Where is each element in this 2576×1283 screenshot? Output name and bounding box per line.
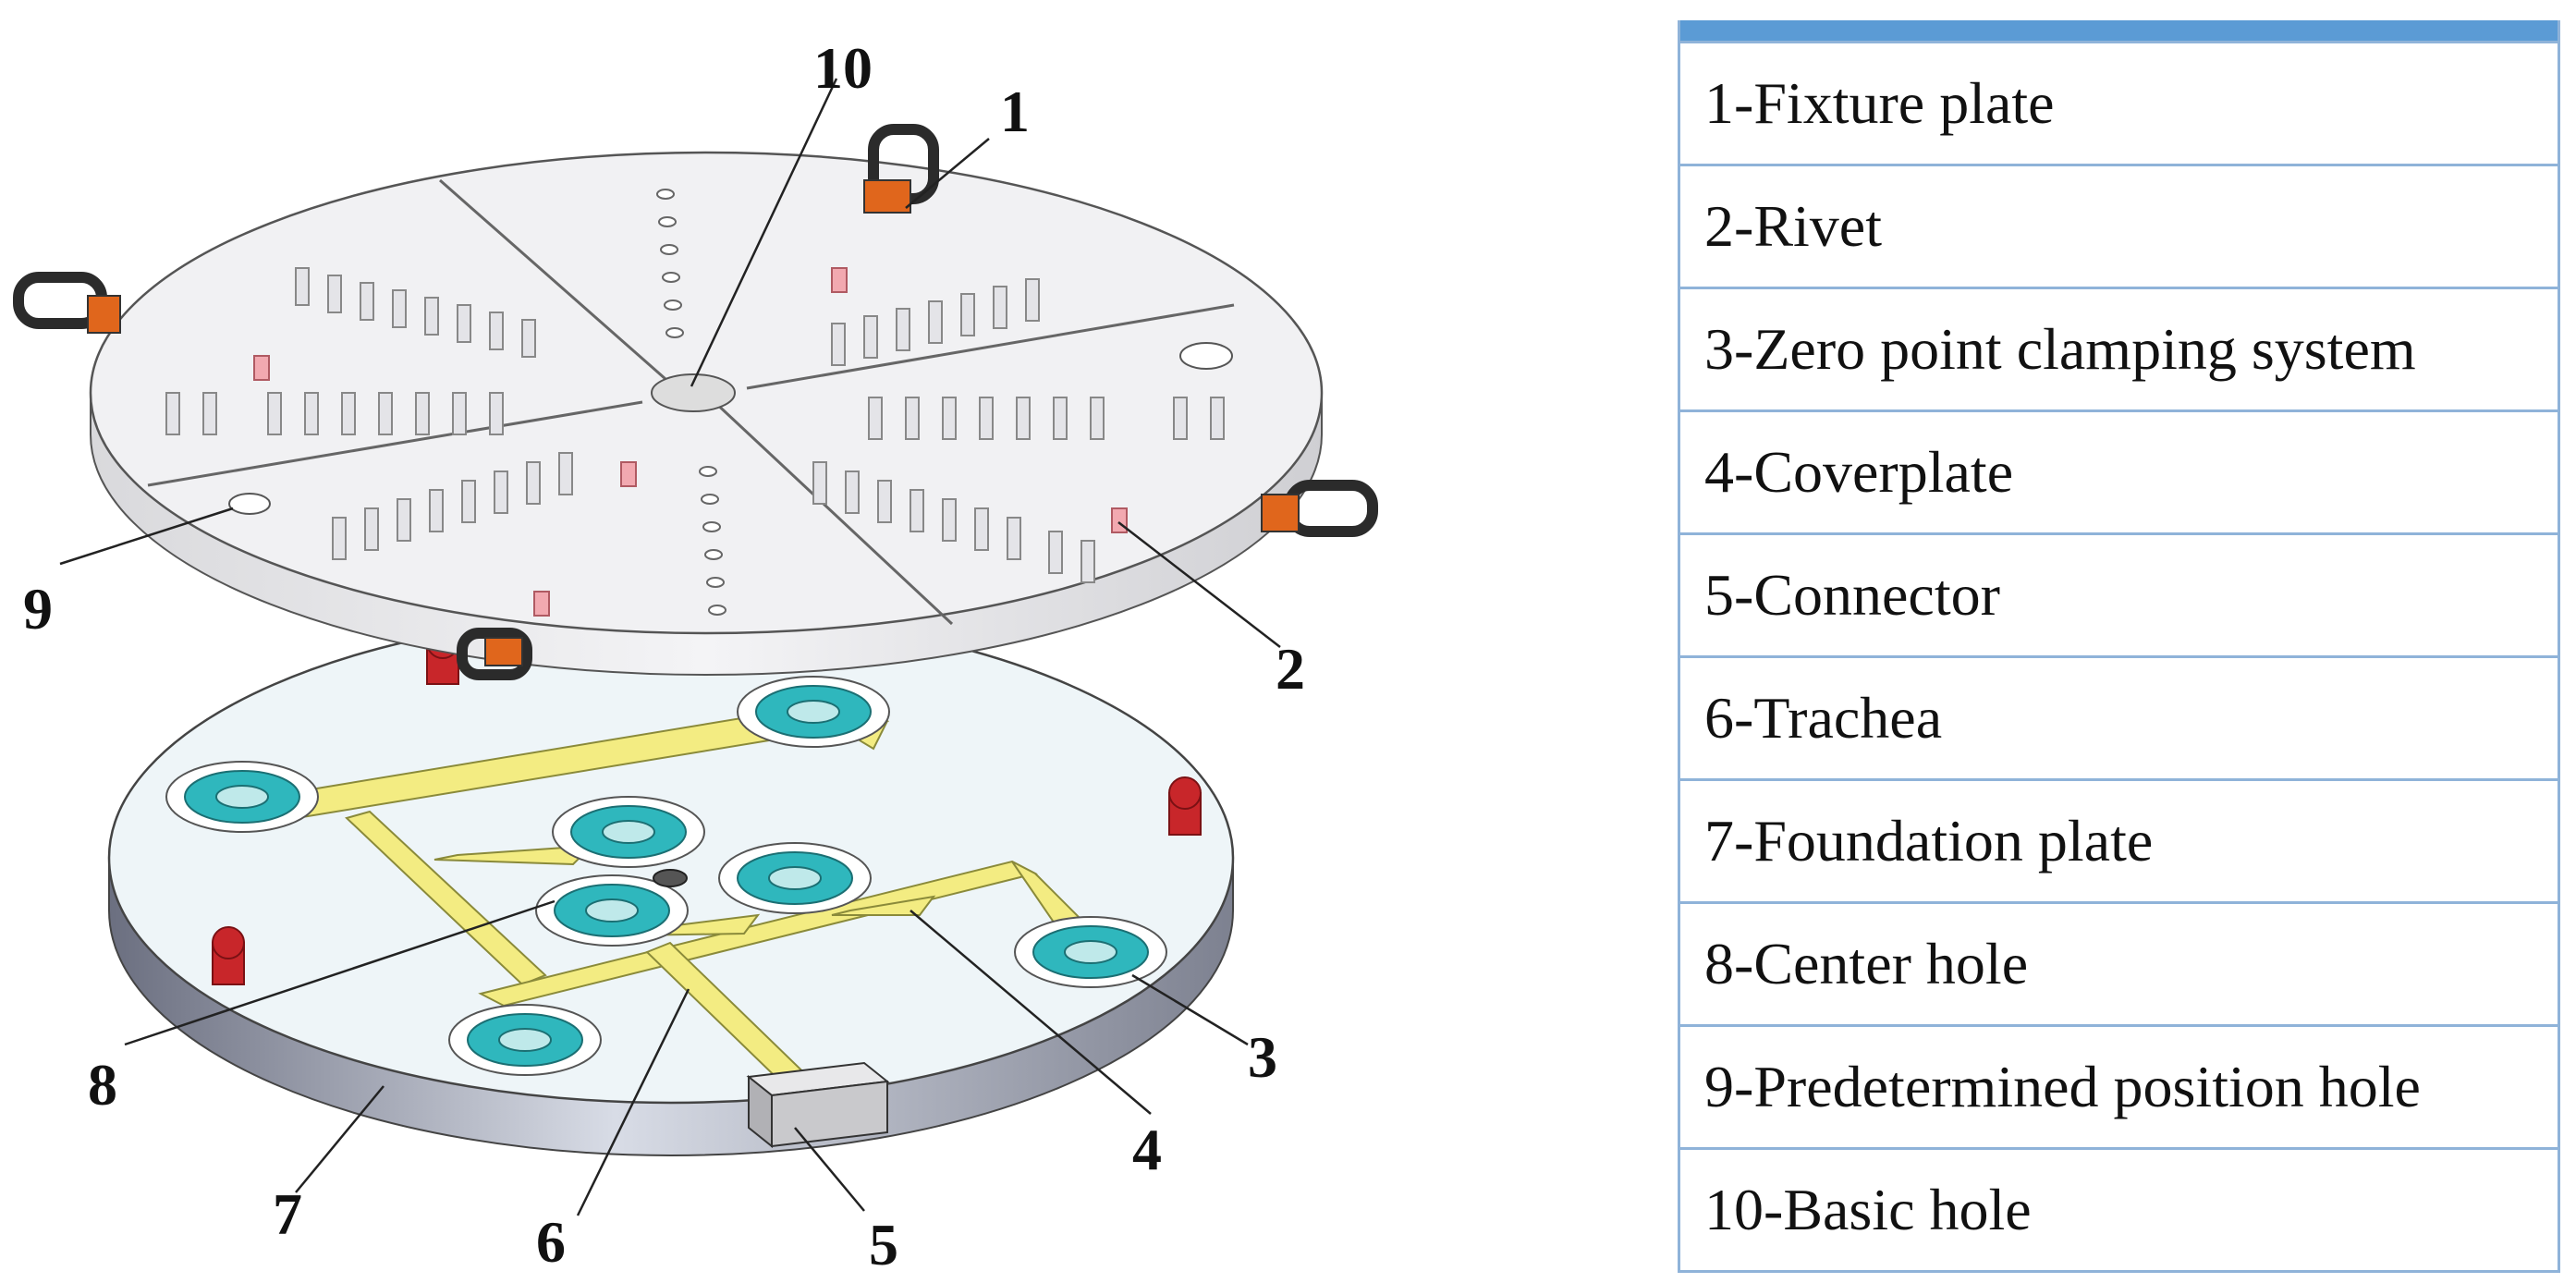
connector-block <box>746 1061 890 1149</box>
clamp-unit <box>165 761 319 833</box>
trachea-channels <box>220 696 1083 1102</box>
lifting-handles <box>13 124 1378 680</box>
callout-9: 9 <box>23 576 53 642</box>
legend-item: 10-Basic hole <box>1680 1147 2558 1270</box>
legend-item: 7-Foundation plate <box>1680 778 2558 901</box>
clamp-unit <box>718 842 872 914</box>
zero-point-clamp-units <box>165 676 1167 1076</box>
handle-icon <box>1261 480 1378 537</box>
basic-hole <box>651 373 736 412</box>
legend-table: 1-Fixture plate 2-Rivet 3-Zero point cla… <box>1678 20 2560 1273</box>
legend-item: 1-Fixture plate <box>1680 41 2558 164</box>
callout-3: 3 <box>1248 1024 1277 1090</box>
legend-item: 9-Predetermined position hole <box>1680 1024 2558 1147</box>
legend-item: 3-Zero point clamping system <box>1680 287 2558 409</box>
clamp-unit <box>535 874 689 947</box>
legend-item: 4-Coverplate <box>1680 409 2558 532</box>
handle-icon <box>863 124 939 214</box>
plate-slots <box>147 178 1235 626</box>
callout-5: 5 <box>869 1212 898 1277</box>
clamp-unit <box>552 796 705 868</box>
callout-8: 8 <box>88 1052 117 1118</box>
legend-item: 5-Connector <box>1680 532 2558 655</box>
callout-4: 4 <box>1132 1117 1162 1182</box>
leader-lines <box>59 78 1281 1216</box>
legend-item: 2-Rivet <box>1680 164 2558 287</box>
handle-icon <box>13 272 121 334</box>
callout-6: 6 <box>536 1209 566 1275</box>
clamp-unit <box>1014 916 1167 988</box>
rivet-marker <box>212 926 245 985</box>
exploded-assembly-diagram: 10 1 2 3 4 5 6 7 8 9 <box>13 35 1378 1277</box>
hole-columns <box>656 189 726 616</box>
callout-1: 1 <box>1000 79 1030 144</box>
plate-rivets <box>253 267 1128 617</box>
rivet-marker <box>1168 776 1202 836</box>
legend-header-bar <box>1680 20 2558 41</box>
center-hole <box>653 869 688 887</box>
fixture-plate <box>13 124 1378 680</box>
handle-icon <box>457 628 532 680</box>
callout-10: 10 <box>813 35 873 101</box>
legend-item: 6-Trachea <box>1680 655 2558 778</box>
predetermined-position-hole <box>228 493 271 515</box>
callout-7: 7 <box>273 1181 302 1247</box>
clamp-unit <box>448 1004 602 1076</box>
legend-item: 8-Center hole <box>1680 901 2558 1024</box>
callout-2: 2 <box>1276 636 1305 702</box>
pin-array <box>165 267 1225 583</box>
clamp-unit <box>737 676 890 748</box>
